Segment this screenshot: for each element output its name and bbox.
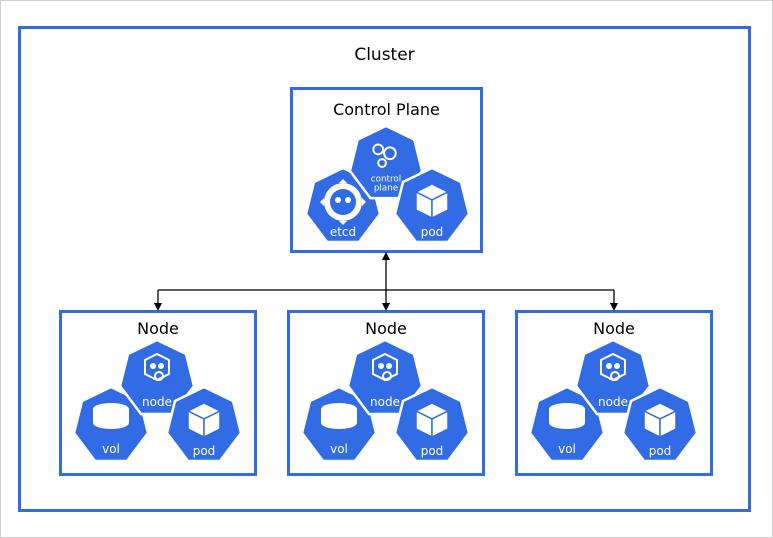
pod-cube-icon xyxy=(414,402,450,439)
pod-label: pod xyxy=(421,444,444,458)
node-heptagon: node xyxy=(117,338,197,418)
control-plane-heptagon: control plane xyxy=(347,124,425,202)
node-label: node xyxy=(370,395,400,409)
pod-label: pod xyxy=(421,225,444,239)
vol-heptagon: vol xyxy=(527,385,607,465)
pod-heptagon: pod xyxy=(164,385,244,465)
node-icon xyxy=(144,352,170,382)
node-heptagon: node xyxy=(573,338,653,418)
node-icon xyxy=(372,352,398,382)
control-plane-label-line1: control xyxy=(371,175,401,185)
pod-cube-icon xyxy=(642,402,678,439)
pod-cube-icon xyxy=(414,183,450,220)
volume-cylinder-icon xyxy=(93,403,129,429)
cluster-title: Cluster xyxy=(354,45,415,65)
vol-label: vol xyxy=(102,442,120,456)
node-heptagon: node xyxy=(345,338,425,418)
node-title: Node xyxy=(137,319,179,338)
volume-cylinder-icon xyxy=(549,403,585,429)
node-icon xyxy=(600,352,626,382)
pod-heptagon: pod xyxy=(392,166,472,246)
volume-cylinder-icon xyxy=(321,403,357,429)
control-plane-label-line2: plane xyxy=(374,183,398,193)
node-label: node xyxy=(598,395,628,409)
etcd-label: etcd xyxy=(330,225,356,239)
pod-label: pod xyxy=(649,444,672,458)
vol-label: vol xyxy=(330,442,348,456)
node-label: node xyxy=(142,395,172,409)
vol-label: vol xyxy=(558,442,576,456)
pod-cube-icon xyxy=(186,402,222,439)
pod-heptagon: pod xyxy=(620,385,700,465)
node-title: Node xyxy=(365,319,407,338)
etcd-icon xyxy=(320,179,366,225)
control-plane-icon xyxy=(372,143,397,168)
pod-label: pod xyxy=(193,444,216,458)
node-title: Node xyxy=(593,319,635,338)
vol-heptagon: vol xyxy=(299,385,379,465)
pod-heptagon: pod xyxy=(392,385,472,465)
control-plane-title: Control Plane xyxy=(333,100,440,119)
